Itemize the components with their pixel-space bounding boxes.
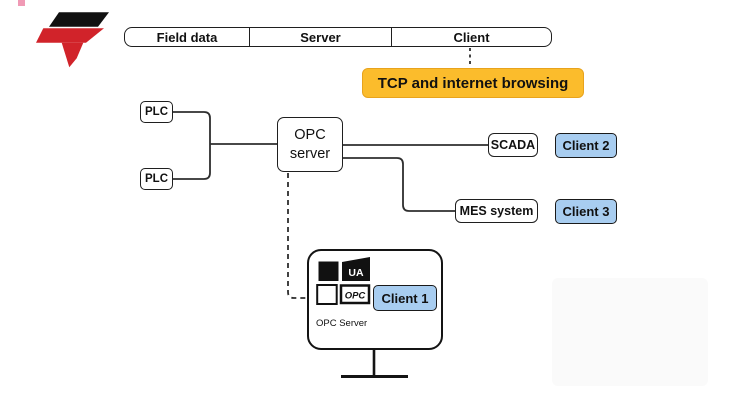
client-1-chip: Client 1 — [373, 285, 437, 311]
tcp-note: TCP and internet browsing — [362, 68, 584, 98]
opc-server-line2: server — [289, 145, 331, 162]
opc-ua-logo: UA OPC — [316, 257, 371, 305]
layer-field-data: Field data — [125, 28, 249, 46]
client-3-label: Client 3 — [562, 204, 610, 219]
logo-black-bar — [49, 12, 109, 27]
mes-box: MES system — [455, 199, 538, 223]
monitor: UA OPC OPC Server Client 1 — [307, 249, 443, 350]
mes-label: MES system — [459, 204, 534, 218]
layer-server-label: Server — [300, 29, 341, 45]
plc-top-label: PLC — [145, 106, 168, 118]
client-1-label: Client 1 — [381, 290, 429, 306]
client-3-chip: Client 3 — [555, 199, 617, 224]
plc-bottom-label: PLC — [145, 173, 168, 185]
plc-bus-line — [173, 111, 211, 180]
scada-box: SCADA — [488, 133, 538, 157]
opc-server-box: OPC server — [277, 117, 343, 172]
scada-label: SCADA — [490, 138, 536, 152]
tcp-note-label: TCP and internet browsing — [377, 74, 569, 92]
layer-client-label: Client — [453, 29, 490, 45]
opc-to-mes-line — [343, 157, 455, 212]
logo-red-bar — [36, 28, 104, 43]
opc-ua-logo-opc-box — [339, 284, 371, 305]
company-logo — [36, 12, 109, 68]
opc-ua-logo-white-square — [316, 284, 338, 305]
background-panel — [552, 278, 708, 386]
layer-bar: Field data Server Client — [124, 27, 552, 47]
opc-ua-logo-black-square — [318, 261, 339, 281]
pink-marker — [18, 0, 25, 6]
layer-field-data-label: Field data — [156, 29, 218, 45]
layer-client: Client — [391, 28, 551, 46]
opc-to-monitor-dashed-line — [287, 173, 306, 299]
opc-server-line1: OPC — [294, 127, 326, 144]
plc-top-box: PLC — [140, 101, 173, 123]
client-2-chip: Client 2 — [555, 133, 617, 158]
opc-ua-logo-ua-text: UA — [348, 267, 364, 279]
layer-server: Server — [249, 28, 391, 46]
monitor-opc-server-label: OPC Server — [316, 318, 368, 329]
client-2-label: Client 2 — [562, 138, 610, 153]
opc-ua-logo-ua-box — [342, 257, 370, 281]
logo-red-stem — [61, 42, 84, 68]
opc-ua-logo-opc-text: OPC — [345, 291, 366, 302]
plc-bottom-box: PLC — [140, 168, 173, 190]
